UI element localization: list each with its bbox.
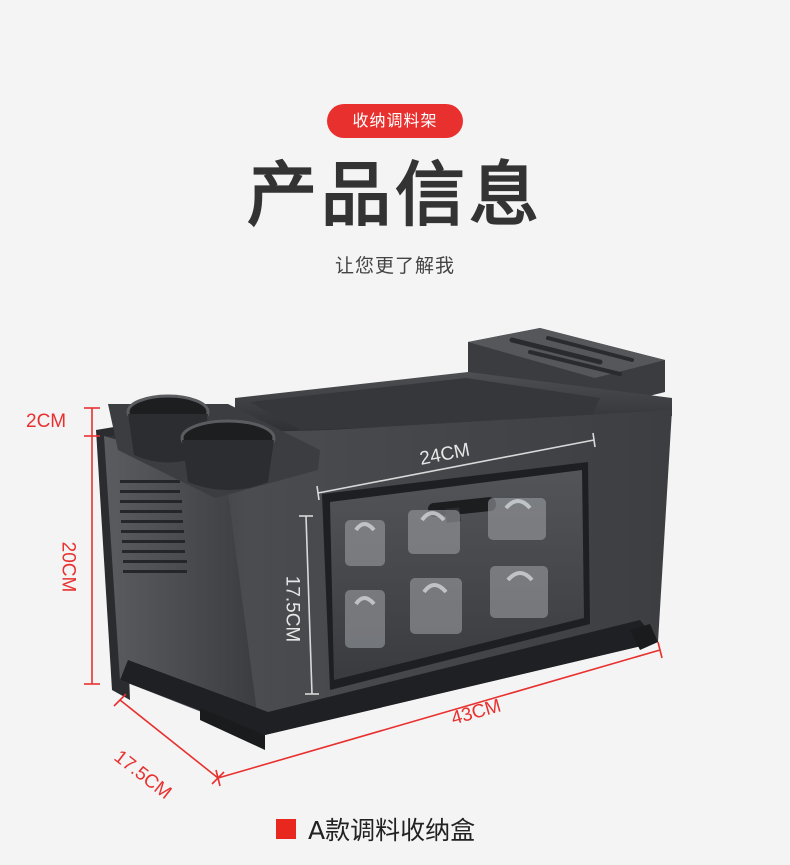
dimension-label-top: 2CM (26, 411, 67, 432)
dimension-lines (84, 407, 663, 787)
caption-text: A款调料收纳盒 (308, 816, 476, 845)
dimension-label-inner-height: 17.5CM (281, 575, 303, 643)
caption-marker-icon (276, 819, 296, 839)
page-title: 产品信息 (247, 153, 543, 236)
page-subtitle: 让您更了解我 (334, 255, 455, 277)
dimension-label-height: 20CM (57, 541, 79, 593)
ventilation-grille (120, 480, 187, 573)
inner-dimension-lines (299, 432, 596, 695)
category-badge: 收纳调料架 (327, 104, 463, 138)
spice-drawer (322, 462, 590, 690)
base (120, 620, 658, 735)
product-caption: A款调料收纳盒 (276, 812, 475, 846)
